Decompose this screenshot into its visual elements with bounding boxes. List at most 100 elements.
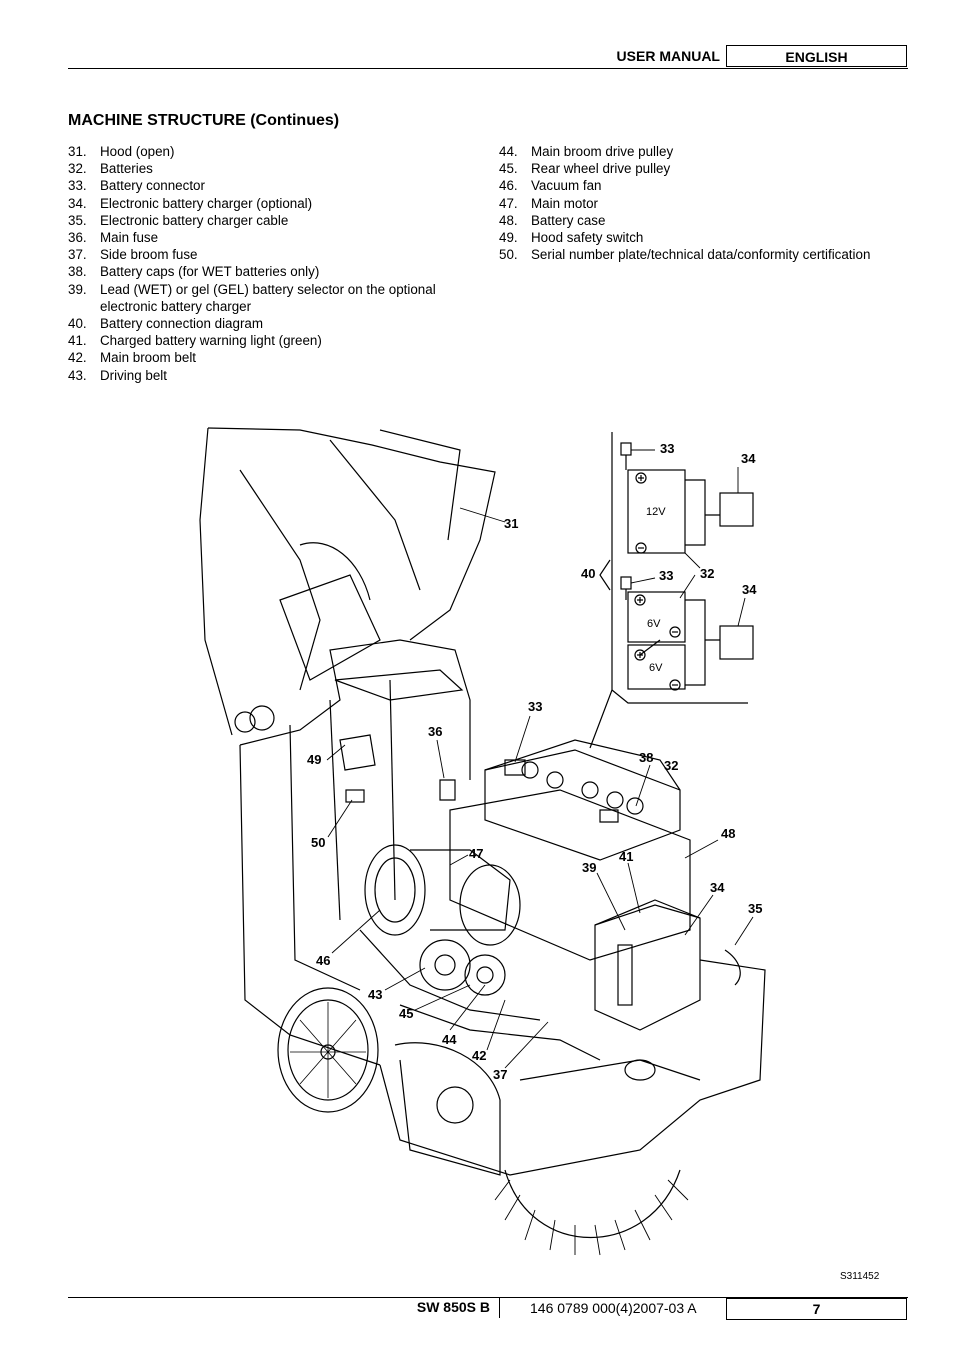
legend-item-text: Main motor xyxy=(531,195,598,211)
callout-45: 45 xyxy=(399,1006,413,1021)
callout-41: 41 xyxy=(619,849,633,864)
legend-item: 42. Main broom belt xyxy=(68,349,478,366)
callout-43: 43 xyxy=(368,987,382,1002)
legend-item-number: 37. xyxy=(68,247,87,263)
header-rule xyxy=(68,68,908,69)
legend-item-text: Electronic battery charger (optional) xyxy=(100,195,313,211)
legend-item-number: 36. xyxy=(68,230,87,246)
legend-item-number: 35. xyxy=(68,212,87,228)
legend-item-number: 41. xyxy=(68,333,87,349)
legend-item-text: Battery connector xyxy=(100,178,205,194)
legend-item-number: 49. xyxy=(499,230,518,246)
legend-item-text: Lead (WET) or gel (GEL) battery selector… xyxy=(100,281,436,314)
battery-6v-label-top: 6V xyxy=(647,618,661,630)
legend-item: 46. Vacuum fan xyxy=(499,177,919,194)
legend-item: 39. Lead (WET) or gel (GEL) battery selec… xyxy=(68,281,478,315)
legend-item-number: 45. xyxy=(499,161,518,177)
legend-item: 40. Battery connection diagram xyxy=(68,315,478,332)
callout-33-diagram-top: 33 xyxy=(660,441,674,456)
legend-item-text: Battery caps (for WET batteries only) xyxy=(100,264,320,280)
legend-item: 43. Driving belt xyxy=(68,367,478,384)
battery-6v-label-bottom: 6V xyxy=(649,662,663,674)
callout-49: 49 xyxy=(307,752,321,767)
legend-item-number: 38. xyxy=(68,264,87,280)
legend-item-text: Battery case xyxy=(531,212,606,228)
legend-item-text: Vacuum fan xyxy=(531,178,602,194)
callout-47: 47 xyxy=(469,846,483,861)
callout-31: 31 xyxy=(504,516,518,531)
legend-item: 31. Hood (open) xyxy=(68,143,478,160)
callout-37: 37 xyxy=(493,1067,507,1082)
legend-item-number: 43. xyxy=(68,367,87,383)
legend-item: 44. Main broom drive pulley xyxy=(499,143,919,160)
callout-32: 32 xyxy=(664,758,678,773)
manual-title: USER MANUAL xyxy=(616,48,720,64)
legend-item-number: 31. xyxy=(68,144,87,159)
legend-item-number: 34. xyxy=(68,195,87,211)
legend-item: 36. Main fuse xyxy=(68,229,478,246)
legend-item-text: Batteries xyxy=(100,161,153,177)
footer-rule xyxy=(68,1297,908,1298)
legend-item: 32. Batteries xyxy=(68,160,478,177)
callout-40: 40 xyxy=(581,566,595,581)
language-box: ENGLISH xyxy=(726,45,907,67)
legend-item-number: 32. xyxy=(68,161,87,177)
legend-item: 47. Main motor xyxy=(499,195,919,212)
section-title: MACHINE STRUCTURE (Continues) xyxy=(68,112,340,129)
callout-46: 46 xyxy=(316,953,330,968)
legend-item: 35. Electronic battery charger cable xyxy=(68,212,478,229)
callout-34-diagram-bottom: 34 xyxy=(742,582,757,597)
legend-item-number: 48. xyxy=(499,212,518,228)
battery-12v-label: 12V xyxy=(646,506,666,518)
callout-42: 42 xyxy=(472,1048,486,1063)
legend-item-text: Main broom belt xyxy=(100,350,197,366)
legend-item-number: 42. xyxy=(68,350,87,366)
callout-35: 35 xyxy=(748,901,762,916)
callout-32-diagram: 32 xyxy=(700,566,714,581)
legend-item-number: 39. xyxy=(68,281,87,297)
figure-code: S311452 xyxy=(840,1271,880,1282)
callout-36: 36 xyxy=(428,724,442,739)
legend-item: 49. Hood safety switch xyxy=(499,229,919,246)
legend-item: 38. Battery caps (for WET batteries only) xyxy=(68,263,478,280)
legend-item: 41. Charged battery warning light (green) xyxy=(68,332,478,349)
callout-34-diagram-top: 34 xyxy=(741,451,756,466)
callout-33-diagram-bottom: 33 xyxy=(659,568,673,583)
legend-item-number: 40. xyxy=(68,316,87,332)
legend-item-text: Rear wheel drive pulley xyxy=(531,161,671,177)
legend-item-text: Driving belt xyxy=(100,367,167,383)
callout-34: 34 xyxy=(710,880,725,895)
callout-48: 48 xyxy=(721,826,735,841)
callout-38: 38 xyxy=(639,750,653,765)
legend-item-text: Battery connection diagram xyxy=(100,316,264,332)
callout-39: 39 xyxy=(582,860,596,875)
legend-item-number: 50. xyxy=(499,247,518,263)
legend-item-text: Electronic battery charger cable xyxy=(100,212,289,228)
legend-item-text: Side broom fuse xyxy=(100,247,198,263)
callout-50: 50 xyxy=(311,835,325,850)
callout-33: 33 xyxy=(528,699,542,714)
legend-item: 45. Rear wheel drive pulley xyxy=(499,160,919,177)
legend-item-text: Hood (open) xyxy=(100,144,175,159)
legend-item-number: 47. xyxy=(499,195,518,211)
legend-item-text: Main fuse xyxy=(100,230,159,246)
legend-item-number: 44. xyxy=(499,144,518,159)
legend-list-left: 31. Hood (open) 32. Batteries 33. Battery con… xyxy=(68,143,478,384)
legend-list-right: 44. Main broom drive pulley 45. Rear wheel … xyxy=(499,143,919,263)
page-number: 7 xyxy=(726,1298,907,1320)
legend-item-text: Main broom drive pulley xyxy=(531,144,674,159)
model-name: SW 850S B xyxy=(416,1299,490,1315)
legend-item-text: Hood safety switch xyxy=(531,230,644,246)
legend-item: 50. Serial number plate/technical data/co… xyxy=(499,246,919,263)
machine-structure-diagram: 31 33 34 40 33 32 34 33 36 49 38 32 48 5… xyxy=(199,427,766,1256)
legend-item: 34. Electronic battery charger (optional) xyxy=(68,195,478,212)
callout-44: 44 xyxy=(442,1032,457,1047)
legend-item-number: 46. xyxy=(499,178,518,194)
legend-item-text: Serial number plate/technical data/confo… xyxy=(531,247,871,263)
document-number: 146 0789 000(4)2007-03 A xyxy=(499,1298,726,1318)
legend-item-number: 33. xyxy=(68,178,87,194)
legend-item: 33. Battery connector xyxy=(68,177,478,194)
legend-item-text: Charged battery warning light (green) xyxy=(100,333,322,349)
legend-item: 48. Battery case xyxy=(499,212,919,229)
legend-item: 37. Side broom fuse xyxy=(68,246,478,263)
